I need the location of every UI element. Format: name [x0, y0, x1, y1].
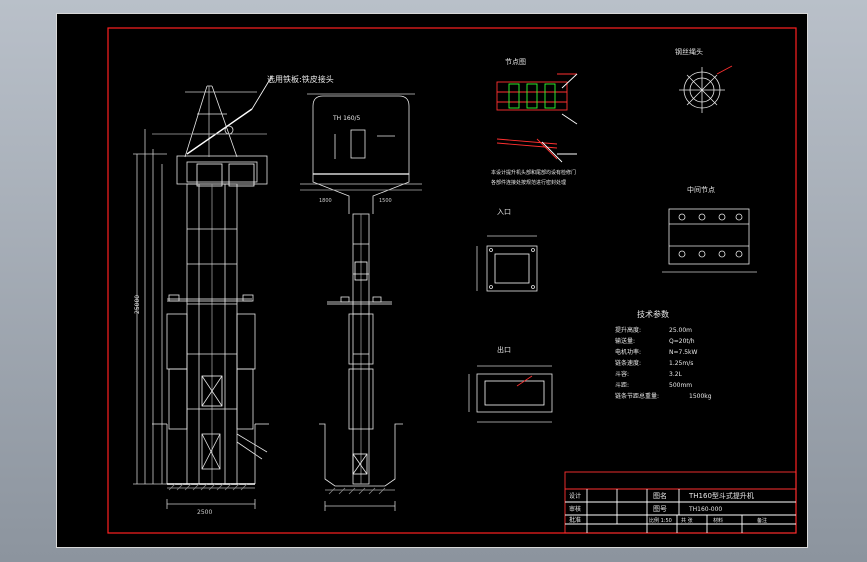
- spec-value: 1500kg: [689, 393, 712, 400]
- drawing-canvas: 选用铁板:铁皮接头 25000 2500: [107, 27, 797, 534]
- spec-value: 3.2L: [669, 371, 683, 378]
- elevation-side: [300, 93, 422, 511]
- title-row-label: 设计: [569, 492, 581, 500]
- title-block: [564, 471, 797, 534]
- spec-value: N=7.5kW: [669, 349, 698, 356]
- detail-b: [679, 65, 733, 113]
- label-detail-c: 中间节点: [687, 185, 715, 194]
- title-row-label: 审核: [569, 505, 581, 513]
- spec-label: 链条速度:: [615, 359, 641, 367]
- spec-label: 电机功率:: [615, 348, 641, 356]
- outlet-view: [468, 365, 553, 423]
- title-name-label: 图名: [653, 491, 667, 500]
- detail-c: [662, 208, 757, 273]
- title-bottom-cell: 共 张: [681, 517, 693, 524]
- title-no: TH160-000: [688, 506, 722, 513]
- label-outlet: 出口: [497, 345, 511, 354]
- title-name: TH160型斗式提升机: [688, 491, 754, 500]
- callout-top: TH 160/5: [332, 115, 361, 122]
- dim-pit-width: 2500: [197, 509, 212, 516]
- label-detail-a: 节点图: [505, 58, 526, 66]
- dim-width-left: 1800: [319, 198, 332, 204]
- title-bottom-cell: 比例 1:50: [649, 517, 672, 524]
- inlet-view: [476, 235, 538, 292]
- inner-frame: [107, 27, 797, 534]
- label-inlet: 入口: [497, 208, 511, 216]
- spec-value: 25.00m: [669, 327, 692, 334]
- detail-a: [496, 73, 578, 163]
- spec-label: 斗距:: [615, 382, 629, 389]
- spec-title: 技术参数: [637, 309, 669, 319]
- spec-value: 1.25m/s: [669, 360, 693, 367]
- title-bottom-cell: 备注: [757, 517, 767, 524]
- spec-label: 提升高度:: [615, 326, 641, 334]
- spec-value: Q=20t/h: [669, 338, 695, 345]
- spec-label: 链条节距总重量:: [615, 392, 659, 400]
- spec-table: 提升高度: 25.00m 输送量: Q=20t/h 电机功率: N=7.5kW …: [615, 326, 712, 400]
- title-row-label: 批准: [569, 516, 581, 524]
- label-detail-b: 钢丝绳头: [675, 47, 703, 56]
- title-bottom-cell: 材料: [713, 517, 723, 524]
- elevation-front: [133, 75, 273, 509]
- note-line2: 各部件连接处按规范进行密封处理: [491, 179, 566, 186]
- dim-height-total: 25000: [134, 295, 141, 314]
- spec-label: 输送量:: [615, 337, 635, 345]
- spec-value: 500mm: [669, 382, 692, 389]
- title-no-label: 图号: [653, 505, 667, 513]
- spec-label: 斗容:: [615, 370, 629, 378]
- drawing-sheet: 选用铁板:铁皮接头 25000 2500: [56, 13, 808, 548]
- dim-width-right: 1500: [379, 198, 392, 204]
- note-line1: 本设计提升机头部和尾部均设有检修门: [491, 169, 576, 176]
- callout-main: 选用铁板:铁皮接头: [267, 74, 334, 84]
